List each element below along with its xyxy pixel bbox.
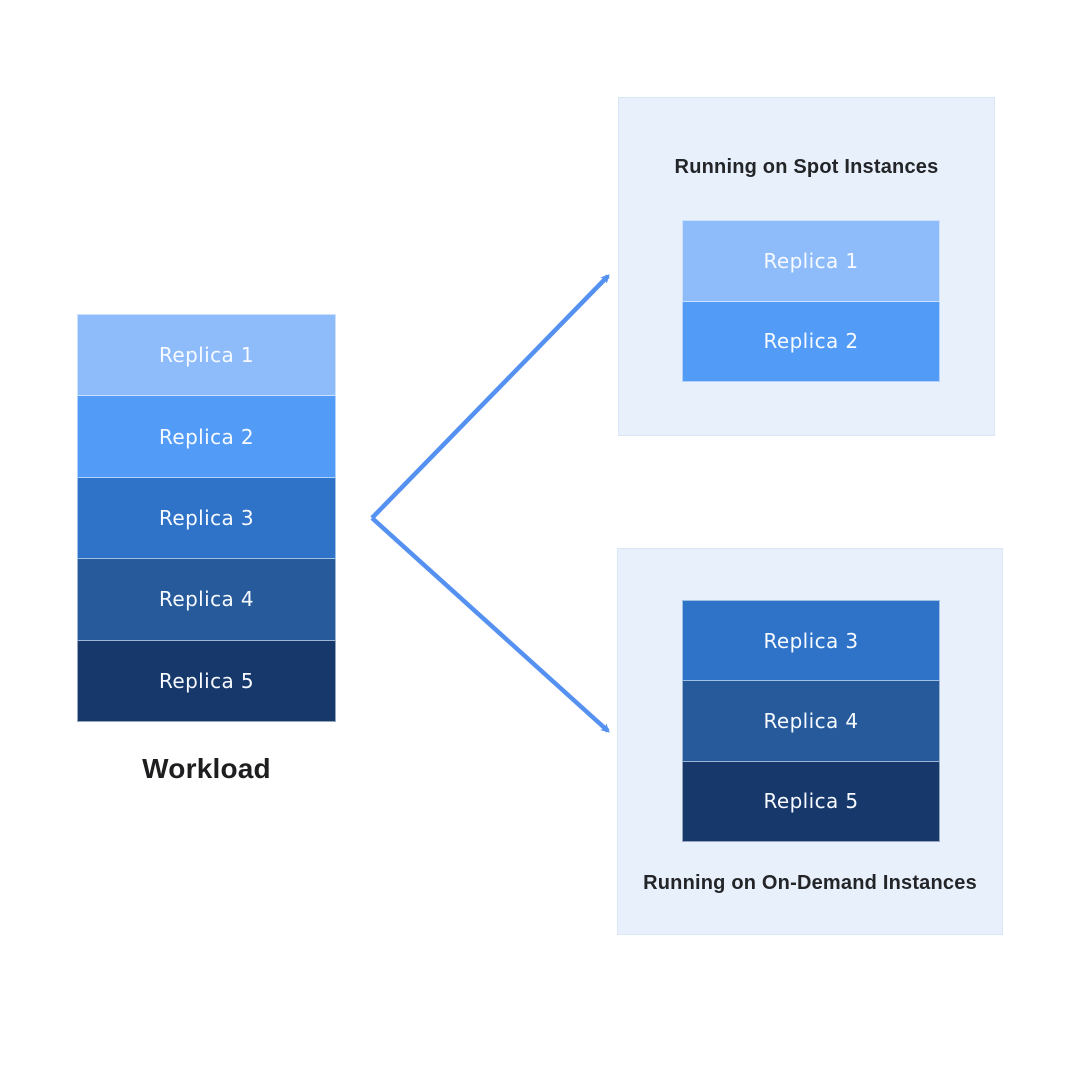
- workload-stack: Replica 1 Replica 2 Replica 3 Replica 4 Repl…: [77, 314, 336, 723]
- replica-block: Replica 5: [77, 640, 336, 723]
- replica-label: Replica 3: [763, 628, 859, 653]
- replica-label: Replica 4: [158, 587, 255, 612]
- ondemand-panel-title: Running on On-Demand Instances: [643, 872, 977, 894]
- arrow-to-spot: [370, 274, 610, 520]
- replica-label: Replica 3: [158, 506, 255, 531]
- replica-block: Replica 4: [77, 559, 336, 641]
- spot-panel-title: Running on Spot Instances: [674, 156, 939, 178]
- replica-label: Replica 2: [763, 329, 859, 354]
- replica-block: Replica 1: [77, 314, 336, 397]
- replica-label: Replica 1: [158, 343, 255, 368]
- spot-replica-stack: Replica 1 Replica 2: [682, 220, 940, 382]
- replica-block: Replica 2: [682, 301, 940, 382]
- replica-label: Replica 2: [158, 424, 255, 449]
- ondemand-instances-panel: Replica 3 Replica 4 Replica 5 Running on O…: [617, 548, 1003, 935]
- replica-label: Replica 5: [763, 789, 859, 814]
- workload-caption: Workload: [142, 753, 271, 784]
- replica-label: Replica 4: [763, 708, 859, 733]
- replica-block: Replica 3: [682, 600, 940, 682]
- arrow-to-ondemand: [370, 516, 610, 733]
- replica-block: Replica 4: [682, 681, 940, 762]
- replica-label: Replica 1: [763, 248, 859, 273]
- replica-block: Replica 5: [682, 761, 940, 842]
- replica-block: Replica 3: [77, 477, 336, 560]
- ondemand-replica-stack: Replica 3 Replica 4 Replica 5: [682, 600, 940, 842]
- replica-label: Replica 5: [158, 668, 255, 693]
- replica-block: Replica 1: [682, 220, 940, 302]
- replica-block: Replica 2: [77, 396, 336, 478]
